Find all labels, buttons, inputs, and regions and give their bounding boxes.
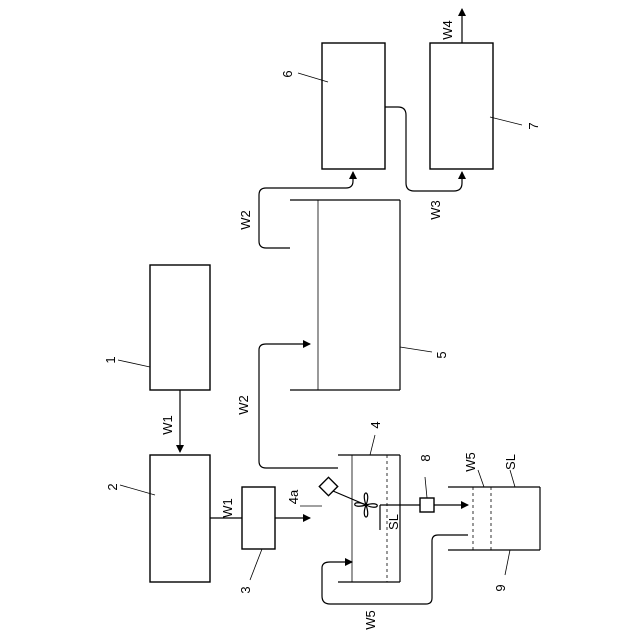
sl-label-pipe: SL — [386, 514, 401, 530]
w3-label: W3 — [428, 200, 443, 220]
unit-7-box — [430, 43, 493, 169]
unit-4-leader — [370, 435, 375, 455]
unit-1-label: 1 — [103, 356, 118, 363]
w5-label-tank: W5 — [463, 452, 478, 472]
sl-tank-leader — [510, 470, 515, 487]
unit-3-leader — [250, 549, 262, 580]
unit-3-label: 3 — [238, 586, 253, 593]
unit-9-leader — [505, 550, 510, 575]
unit-9-label: 9 — [493, 584, 508, 591]
unit-1-leader — [118, 360, 150, 367]
unit-2-label: 2 — [105, 483, 120, 490]
w5-return-line — [322, 535, 468, 604]
w1-label-bottom: W1 — [220, 498, 235, 518]
unit-2-box — [150, 455, 210, 582]
unit-5-label: 5 — [434, 351, 449, 358]
unit-6-box — [322, 43, 385, 169]
unit-1-box — [150, 265, 210, 390]
w2-label-lower: W2 — [236, 395, 251, 415]
unit-4-label: 4 — [368, 421, 383, 428]
w2-flow-line-upper — [259, 172, 353, 248]
unit-8-leader — [425, 477, 427, 498]
w5-label-return: W5 — [363, 610, 378, 630]
unit-8-box — [420, 498, 434, 512]
unit-6-leader — [298, 73, 328, 82]
agitator-motor — [319, 477, 337, 495]
w2-flow-line-lower — [259, 344, 338, 468]
unit-7-leader — [490, 117, 522, 125]
unit-8-label: 8 — [418, 454, 433, 461]
unit-4a-label: 4a — [286, 489, 301, 504]
w4-label: W4 — [440, 20, 455, 40]
sl-label-tank: SL — [503, 454, 518, 470]
unit-6-label: 6 — [280, 70, 295, 77]
unit-5-leader — [400, 347, 432, 352]
w5-tank-leader — [478, 470, 484, 487]
agitator-impeller — [355, 493, 378, 517]
unit-7-label: 7 — [526, 122, 541, 129]
w1-label-top: W1 — [160, 415, 175, 435]
w2-label-upper: W2 — [238, 210, 253, 230]
unit-3-box — [242, 487, 275, 549]
w3-flow-line — [385, 107, 462, 191]
